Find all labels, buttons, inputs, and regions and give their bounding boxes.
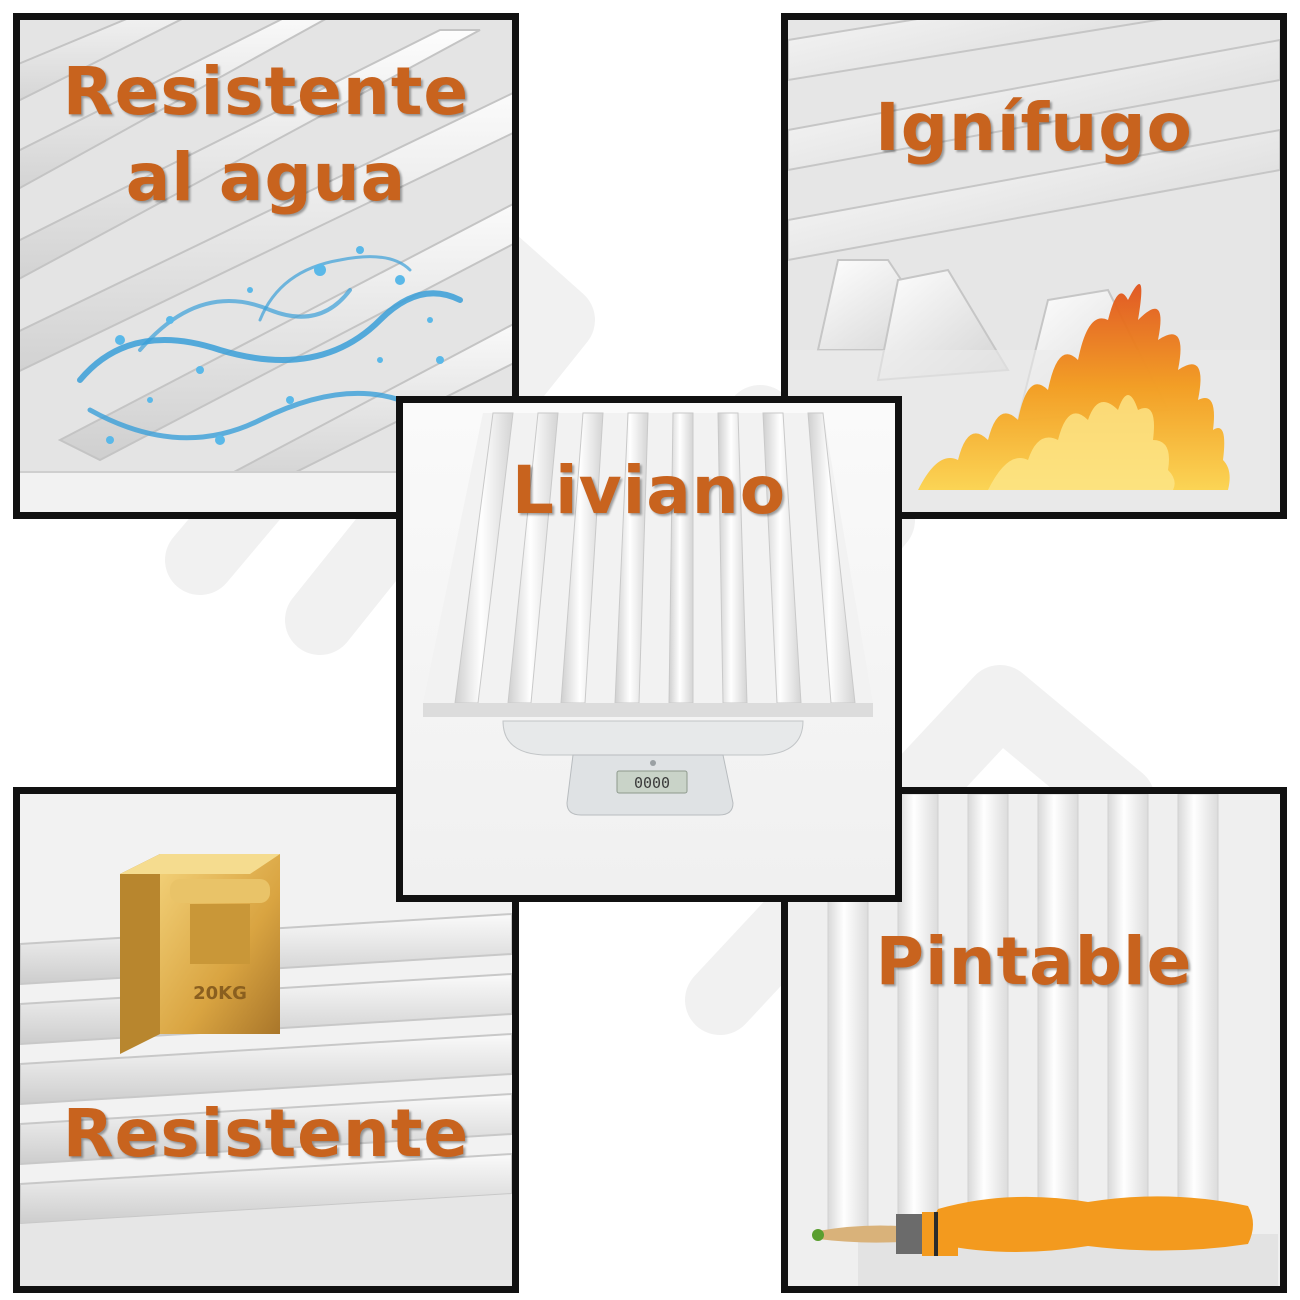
water-splash-icon xyxy=(77,246,463,445)
panel-lightweight: 0000 Liviano xyxy=(396,396,902,902)
vertical-panel-image xyxy=(788,794,1280,1286)
panel-on-scale-image: 0000 xyxy=(423,412,873,816)
title-fireproof: Ignífugo xyxy=(875,89,1193,166)
paintbrush-icon xyxy=(812,1212,958,1256)
paint-stroke xyxy=(933,1196,1253,1253)
flame-icon xyxy=(918,284,1230,490)
diagonal-panel-image: 20KG xyxy=(20,794,512,1286)
title-line-2: al agua xyxy=(125,139,407,216)
title-lightweight: Liviano xyxy=(511,452,787,529)
scale-display: 0000 xyxy=(634,774,670,792)
title-resistant: Resistente xyxy=(62,1095,470,1172)
panel-paintable: Pintable xyxy=(781,787,1287,1293)
title-paintable: Pintable xyxy=(875,923,1193,1000)
title-line-1: Resistente xyxy=(62,53,470,130)
panel-resistant: 20KG Resistente xyxy=(13,787,519,1293)
weight-marking: 20KG xyxy=(193,983,247,1004)
scale-icon xyxy=(502,720,804,816)
weight-icon xyxy=(120,854,280,1054)
